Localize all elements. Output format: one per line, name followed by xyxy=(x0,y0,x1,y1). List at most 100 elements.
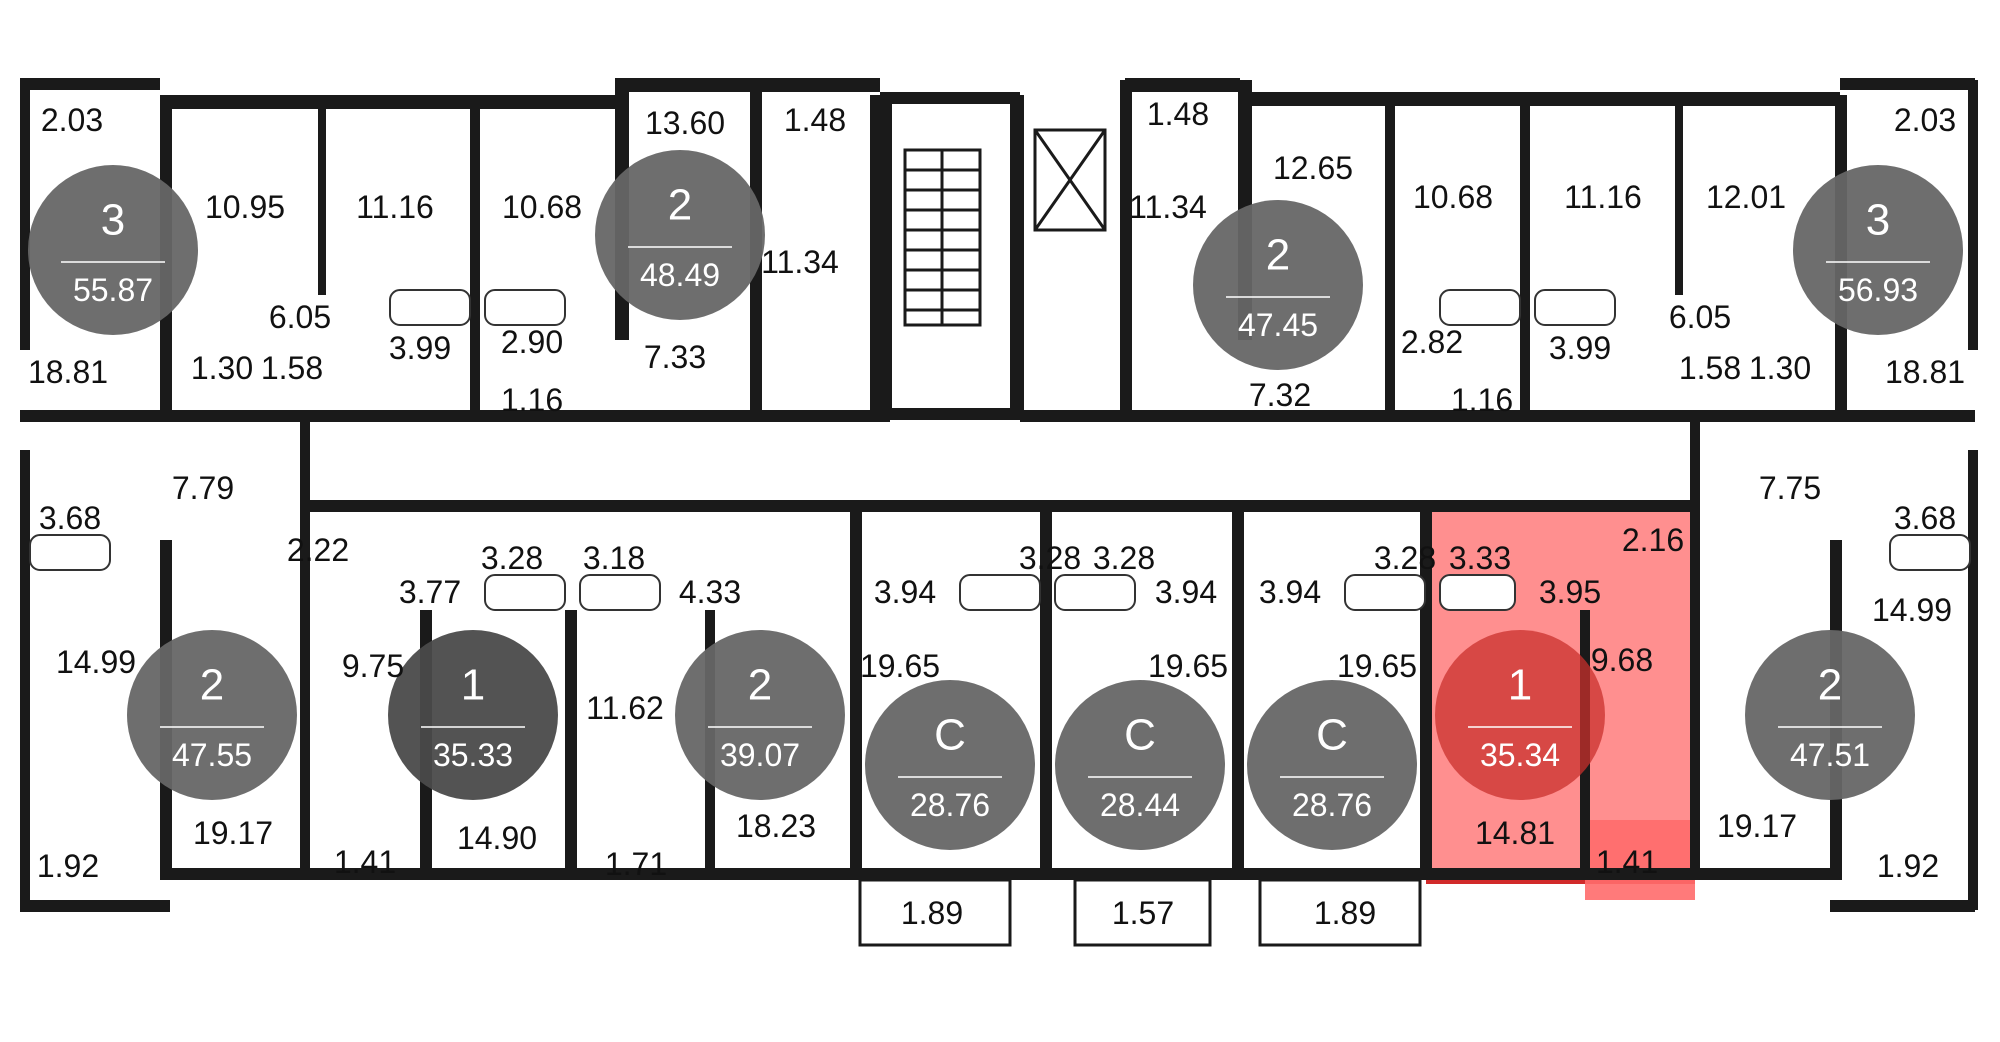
room-area-label: 3.18 xyxy=(583,540,645,576)
apartment-badge-circle[interactable] xyxy=(675,630,845,800)
apartment-total-area: 47.45 xyxy=(1238,307,1318,343)
apartment-badge-apt-3-left[interactable]: 355.87 xyxy=(28,165,198,335)
apartment-total-area: 35.34 xyxy=(1480,737,1560,773)
apartment-badge-circle[interactable] xyxy=(1193,200,1363,370)
room-area-label: 3.77 xyxy=(399,574,461,610)
apartment-room-count: 1 xyxy=(461,661,485,710)
room-area-label: 1.89 xyxy=(901,895,963,931)
apartment-total-area: 39.07 xyxy=(720,737,800,773)
room-area-label: 3.94 xyxy=(874,574,936,610)
room-area-label: 19.65 xyxy=(1337,648,1417,684)
room-area-label: 2.16 xyxy=(1622,522,1684,558)
room-area-label: 14.99 xyxy=(1872,592,1952,628)
room-area-label: 1.89 xyxy=(1314,895,1376,931)
apartment-total-area: 47.51 xyxy=(1790,737,1870,773)
room-area-label: 11.16 xyxy=(356,189,434,225)
apartment-badge-circle[interactable] xyxy=(388,630,558,800)
room-area-label: 1.92 xyxy=(1877,848,1939,884)
apartment-badge-apt-c-c[interactable]: С28.76 xyxy=(1247,680,1417,850)
apartment-room-count: 2 xyxy=(668,181,692,230)
room-area-label: 12.65 xyxy=(1273,150,1353,186)
room-area-label: 2.82 xyxy=(1401,324,1463,360)
apartment-room-count: 3 xyxy=(1866,196,1890,245)
apartment-badge-apt-2-top-a[interactable]: 248.49 xyxy=(595,150,765,320)
apartment-badge-circle[interactable] xyxy=(1793,165,1963,335)
room-area-label: 2.90 xyxy=(501,324,563,360)
apartment-room-count: С xyxy=(1316,711,1348,760)
apartment-room-count: 2 xyxy=(748,661,772,710)
room-area-label: 10.95 xyxy=(205,189,285,225)
room-area-label: 12.01 xyxy=(1706,179,1786,215)
room-area-label: 3.68 xyxy=(1894,500,1956,536)
room-area-label: 3.99 xyxy=(1549,330,1611,366)
apartment-badge-circle[interactable] xyxy=(1055,680,1225,850)
apartment-badge-circle[interactable] xyxy=(1435,630,1605,800)
room-area-label: 1.58 xyxy=(261,350,323,386)
apartment-badge-apt-2-bottom-b[interactable]: 239.07 xyxy=(675,630,845,800)
apartment-room-count: 1 xyxy=(1508,661,1532,710)
apartment-badge-apt-3-right[interactable]: 356.93 xyxy=(1793,165,1963,335)
apartment-badge-circle[interactable] xyxy=(28,165,198,335)
room-area-label: 7.75 xyxy=(1759,470,1821,506)
room-area-label: 19.65 xyxy=(1148,648,1228,684)
apartment-badge-apt-2-bottom-a[interactable]: 247.55 xyxy=(127,630,297,800)
apartment-total-area: 47.55 xyxy=(172,737,252,773)
room-area-label: 1.48 xyxy=(784,102,846,138)
room-area-label: 3.68 xyxy=(39,500,101,536)
apartment-badge-circle[interactable] xyxy=(595,150,765,320)
room-area-label: 3.99 xyxy=(389,330,451,366)
room-area-label: 1.57 xyxy=(1112,895,1174,931)
room-area-label: 1.41 xyxy=(334,844,396,880)
room-area-label: 3.94 xyxy=(1259,574,1321,610)
room-area-label: 2.03 xyxy=(1894,102,1956,138)
room-area-label: 11.16 xyxy=(1564,179,1642,215)
room-area-label: 1.30 xyxy=(1749,350,1811,386)
room-area-label: 3.28 xyxy=(1019,540,1081,576)
room-area-label: 18.81 xyxy=(1885,354,1965,390)
room-area-label: 3.28 xyxy=(1374,540,1436,576)
apartment-badge-circle[interactable] xyxy=(1247,680,1417,850)
apartment-badge-circle[interactable] xyxy=(865,680,1035,850)
apartment-room-count: С xyxy=(934,711,966,760)
room-area-label: 2.03 xyxy=(41,102,103,138)
apartment-badge-apt-1-bottom-a[interactable]: 135.33 xyxy=(388,630,558,800)
room-area-label: 9.75 xyxy=(342,648,404,684)
apartment-badge-apt-1-selected[interactable]: 135.34 xyxy=(1435,630,1605,800)
bathroom-fixtures xyxy=(29,289,1971,611)
apartment-room-count: 2 xyxy=(1818,661,1842,710)
room-area-label: 1.58 xyxy=(1679,350,1741,386)
apartment-badge-circle[interactable] xyxy=(1745,630,1915,800)
apartment-badge-apt-2-bottom-c[interactable]: 247.51 xyxy=(1745,630,1915,800)
room-area-label: 6.05 xyxy=(1669,299,1731,335)
apartment-badge-circle[interactable] xyxy=(127,630,297,800)
balconies xyxy=(858,878,1422,947)
room-area-label: 3.94 xyxy=(1155,574,1217,610)
staircase xyxy=(903,148,982,327)
apartment-room-count: 3 xyxy=(101,196,125,245)
apartment-total-area: 55.87 xyxy=(73,272,153,308)
room-area-label: 1.16 xyxy=(1451,382,1513,418)
apartment-badge-apt-c-a[interactable]: С 28.76 xyxy=(865,680,1035,850)
room-area-label: 6.05 xyxy=(269,299,331,335)
room-area-label: 3.33 xyxy=(1449,540,1511,576)
apartment-total-area: 28.76 xyxy=(910,787,990,823)
room-area-label: 3.95 xyxy=(1539,574,1601,610)
outer-walls xyxy=(20,78,1978,912)
room-area-label: 7.33 xyxy=(644,339,706,375)
room-area-label: 10.68 xyxy=(1413,179,1493,215)
room-area-label: 7.32 xyxy=(1249,377,1311,413)
room-area-label: 11.62 xyxy=(586,690,664,726)
elevator-shaft xyxy=(1033,128,1107,232)
room-area-label: 19.17 xyxy=(193,815,273,851)
apartment-total-area: 28.44 xyxy=(1100,787,1180,823)
apartment-room-count: 2 xyxy=(200,661,224,710)
apartment-badge-apt-c-b[interactable]: С28.44 xyxy=(1055,680,1225,850)
room-area-label: 3.28 xyxy=(1093,540,1155,576)
room-area-label: 4.33 xyxy=(679,574,741,610)
room-area-label: 2.22 xyxy=(287,532,349,568)
apartment-badge-apt-2-top-b[interactable]: 247.45 xyxy=(1193,200,1363,370)
room-area-label: 1.48 xyxy=(1147,96,1209,132)
